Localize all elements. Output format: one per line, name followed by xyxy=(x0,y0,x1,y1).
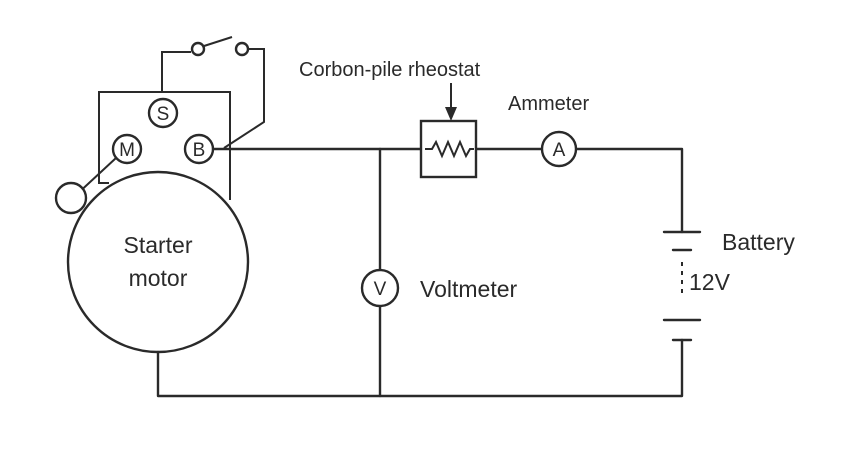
terminal-s xyxy=(147,97,179,129)
wire-return-ground xyxy=(156,338,684,398)
terminal-m-label: M xyxy=(119,140,135,161)
voltmeter: V Voltmeter xyxy=(360,268,517,308)
starter-motor-body xyxy=(66,170,250,354)
carbon-pile-rheostat: Corbon-pile rheostat xyxy=(299,59,481,179)
voltmeter-label: Voltmeter xyxy=(420,276,517,302)
rheostat-label: Corbon-pile rheostat xyxy=(299,59,481,81)
terminal-b-label: B xyxy=(193,140,206,161)
switch-wire-right xyxy=(223,48,265,149)
ammeter-symbol-label: A xyxy=(553,140,566,161)
circuit-wires xyxy=(156,147,684,398)
terminal-s-label: S xyxy=(157,104,170,125)
rheostat-zigzag xyxy=(425,139,474,159)
motor-label-line1: Starter xyxy=(123,232,192,258)
rheostat-arrow-head xyxy=(445,107,457,121)
terminal-m xyxy=(111,133,143,165)
battery: Battery 12V xyxy=(662,229,795,342)
switch-contact-left xyxy=(190,41,206,57)
battery-label: Battery xyxy=(722,229,795,255)
starter-motor: Starter motor xyxy=(54,157,250,354)
motor-pinion xyxy=(54,181,88,215)
voltmeter-symbol-label: V xyxy=(374,279,387,300)
ammeter-label: Ammeter xyxy=(508,93,589,115)
switch-wire-left xyxy=(161,51,191,92)
switch-contact-right xyxy=(234,41,250,57)
solenoid: S M B xyxy=(98,91,231,200)
voltmeter-symbol xyxy=(360,268,400,308)
remote-start-switch xyxy=(161,36,265,149)
motor-label-line2: motor xyxy=(129,265,188,291)
ammeter: A Ammeter xyxy=(508,93,589,168)
battery-voltage: 12V xyxy=(689,269,731,295)
wire-ammeter-to-battery xyxy=(572,147,684,234)
solenoid-housing xyxy=(98,91,231,200)
ammeter-symbol xyxy=(540,130,578,168)
switch-blade xyxy=(203,36,233,47)
